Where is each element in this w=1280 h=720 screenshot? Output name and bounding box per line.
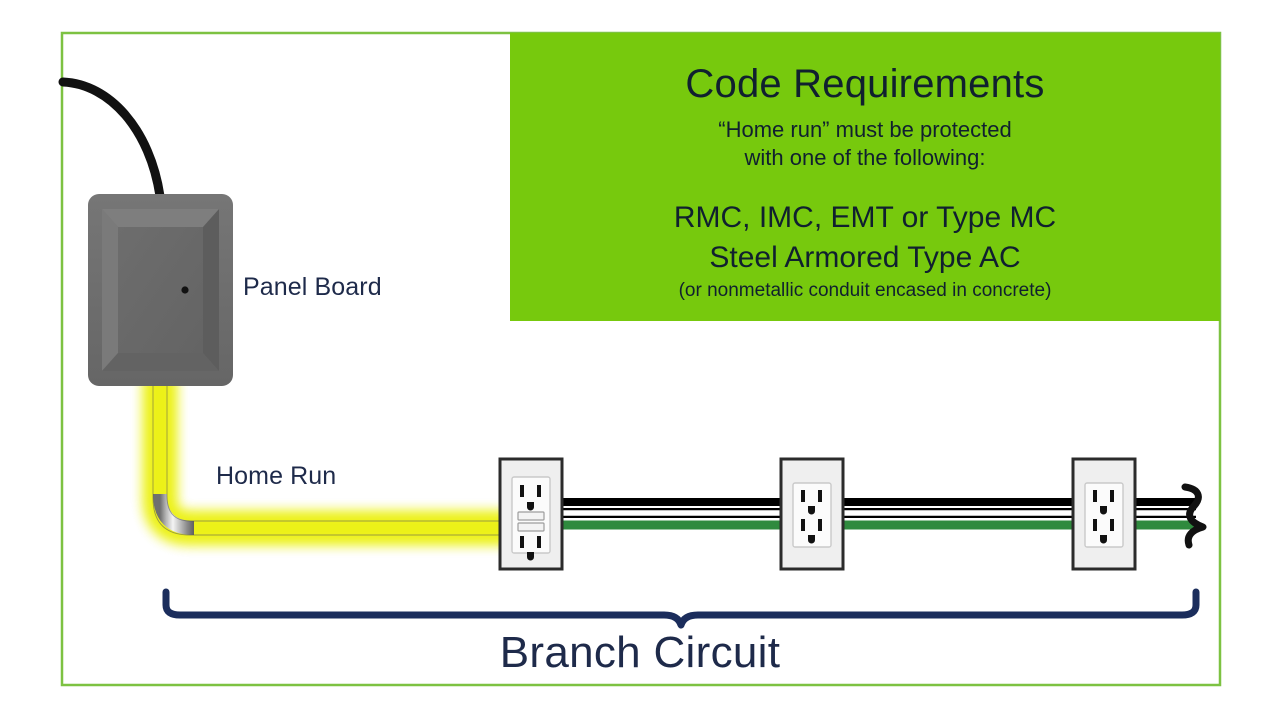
panel-board[interactable] <box>88 194 233 386</box>
duplex-lower-slot-left <box>801 519 805 531</box>
code-requirement-note: (or nonmetallic conduit encased in concr… <box>678 279 1052 301</box>
duplex-lower-ground-slot <box>808 535 815 544</box>
gfci-upper-slot-left <box>520 485 524 497</box>
outlet-plate <box>1071 457 1137 571</box>
gfci-lower-slot-left <box>520 536 524 548</box>
code-requirements-title: Code Requirements <box>685 62 1045 106</box>
panel-bevel-right <box>203 209 219 371</box>
duplex-upper-slot-left <box>801 490 805 502</box>
duplex-lower-slot-right <box>1110 519 1114 531</box>
code-requirements-panel: Code Requirements “Home run” must be pro… <box>510 33 1220 321</box>
gfci-test-button[interactable] <box>517 522 545 532</box>
code-requirements-subtitle-line2: with one of the following: <box>744 145 986 171</box>
code-requirement-method-2: Steel Armored Type AC <box>709 240 1021 274</box>
duplex-upper-slot-left <box>1093 490 1097 502</box>
branch-circuit-label: Branch Circuit <box>499 628 781 677</box>
duplex-upper-ground-slot <box>1100 506 1107 515</box>
gfci-lower-ground-slot <box>527 552 534 561</box>
duplex-upper-ground-slot <box>808 506 815 515</box>
panel-bevel-bottom <box>102 353 219 371</box>
branch-circuit-brace <box>162 588 1200 629</box>
wire-continuation-zigzag-icon <box>1181 483 1207 549</box>
duplex-upper-slot-right <box>818 490 822 502</box>
gfci-upper-slot-right <box>537 485 541 497</box>
duplex-receptacle-2[interactable] <box>779 457 845 571</box>
duplex-upper-slot-right <box>1110 490 1114 502</box>
gfci-receptacle[interactable] <box>498 457 564 571</box>
home-run-label: Home Run <box>216 462 337 490</box>
conduit-edge-lines <box>152 378 508 536</box>
duplex-lower-ground-slot <box>1100 535 1107 544</box>
duplex-receptacle-3[interactable] <box>1071 457 1137 571</box>
code-requirements-subtitle-line1: “Home run” must be protected <box>718 117 1012 142</box>
duplex-lower-slot-left <box>1093 519 1097 531</box>
gfci-upper-ground-slot <box>527 502 534 511</box>
home-run-conduit-elbow <box>153 493 195 535</box>
gfci-reset-button[interactable] <box>517 511 545 521</box>
panel-bevel-top <box>102 209 219 227</box>
panel-door[interactable] <box>118 227 203 353</box>
duplex-lower-slot-right <box>818 519 822 531</box>
panel-bevel-left <box>102 209 118 371</box>
code-requirement-method-1: RMC, IMC, EMT or Type MC <box>673 201 1057 235</box>
panel-board-label: Panel Board <box>243 273 382 301</box>
home-run-glow <box>146 368 519 542</box>
panel-latch-dot-icon <box>181 286 189 294</box>
service-entrance-cable <box>58 77 165 201</box>
gfci-lower-slot-right <box>537 536 541 548</box>
